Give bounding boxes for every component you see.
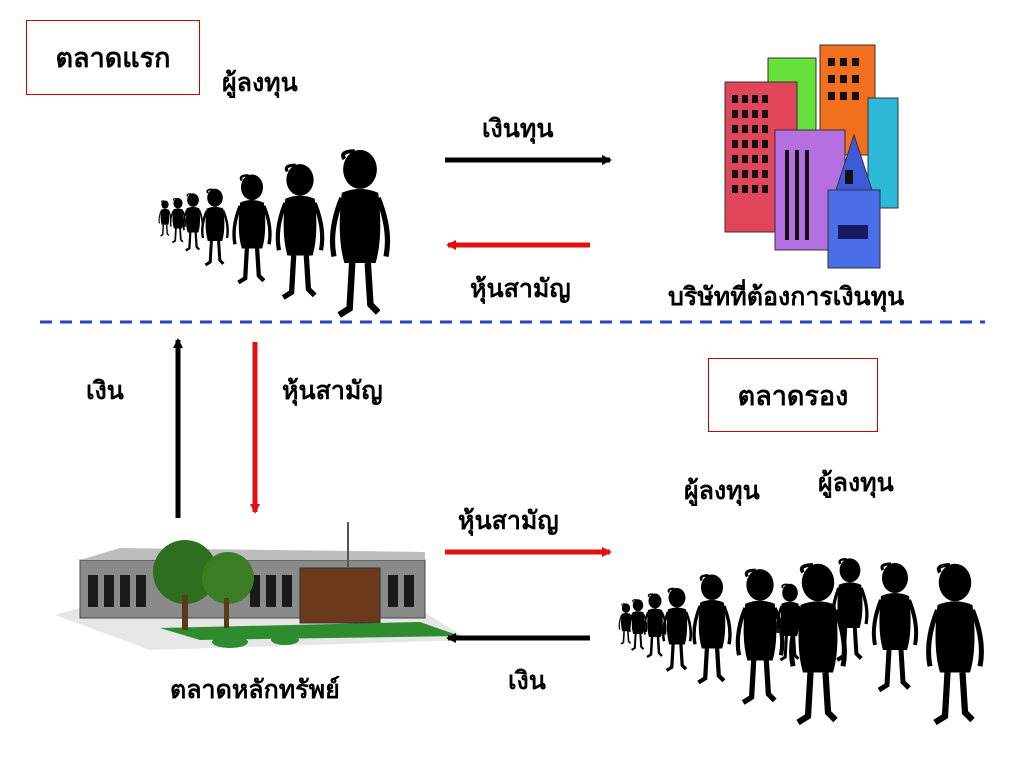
stock-exchange-illustration xyxy=(55,522,470,650)
primary-investors-label: ผู้ลงทุน xyxy=(222,68,298,97)
primary-common-stock-label: หุ้นสามัญ xyxy=(470,274,571,303)
primary-market-title: ตลาดแรก xyxy=(55,43,171,74)
secondary-money-label: เงิน xyxy=(508,666,546,695)
secondary-investors-label-1: ผู้ลงทุน xyxy=(684,476,760,505)
capital-label: เงินทุน xyxy=(482,114,554,143)
middle-money-label: เงิน xyxy=(86,376,124,405)
secondary-investors-label-2: ผู้ลงทุน xyxy=(818,468,894,497)
stock-exchange-label: ตลาดหลักทรัพย์ xyxy=(170,675,340,704)
company-label: บริษัทที่ต้องการเงินทุน xyxy=(668,282,905,311)
primary-market-title-box: ตลาดแรก xyxy=(26,20,200,95)
primary-investors-illustration xyxy=(158,150,387,315)
secondary-investors-illustration xyxy=(618,558,981,722)
secondary-market-title: ตลาดรอง xyxy=(737,380,849,412)
middle-common-stock-label: หุ้นสามัญ xyxy=(282,376,383,405)
secondary-common-stock-label: หุ้นสามัญ xyxy=(458,506,559,535)
company-buildings-illustration xyxy=(724,44,899,269)
secondary-market-title-box: ตลาดรอง xyxy=(708,358,878,432)
